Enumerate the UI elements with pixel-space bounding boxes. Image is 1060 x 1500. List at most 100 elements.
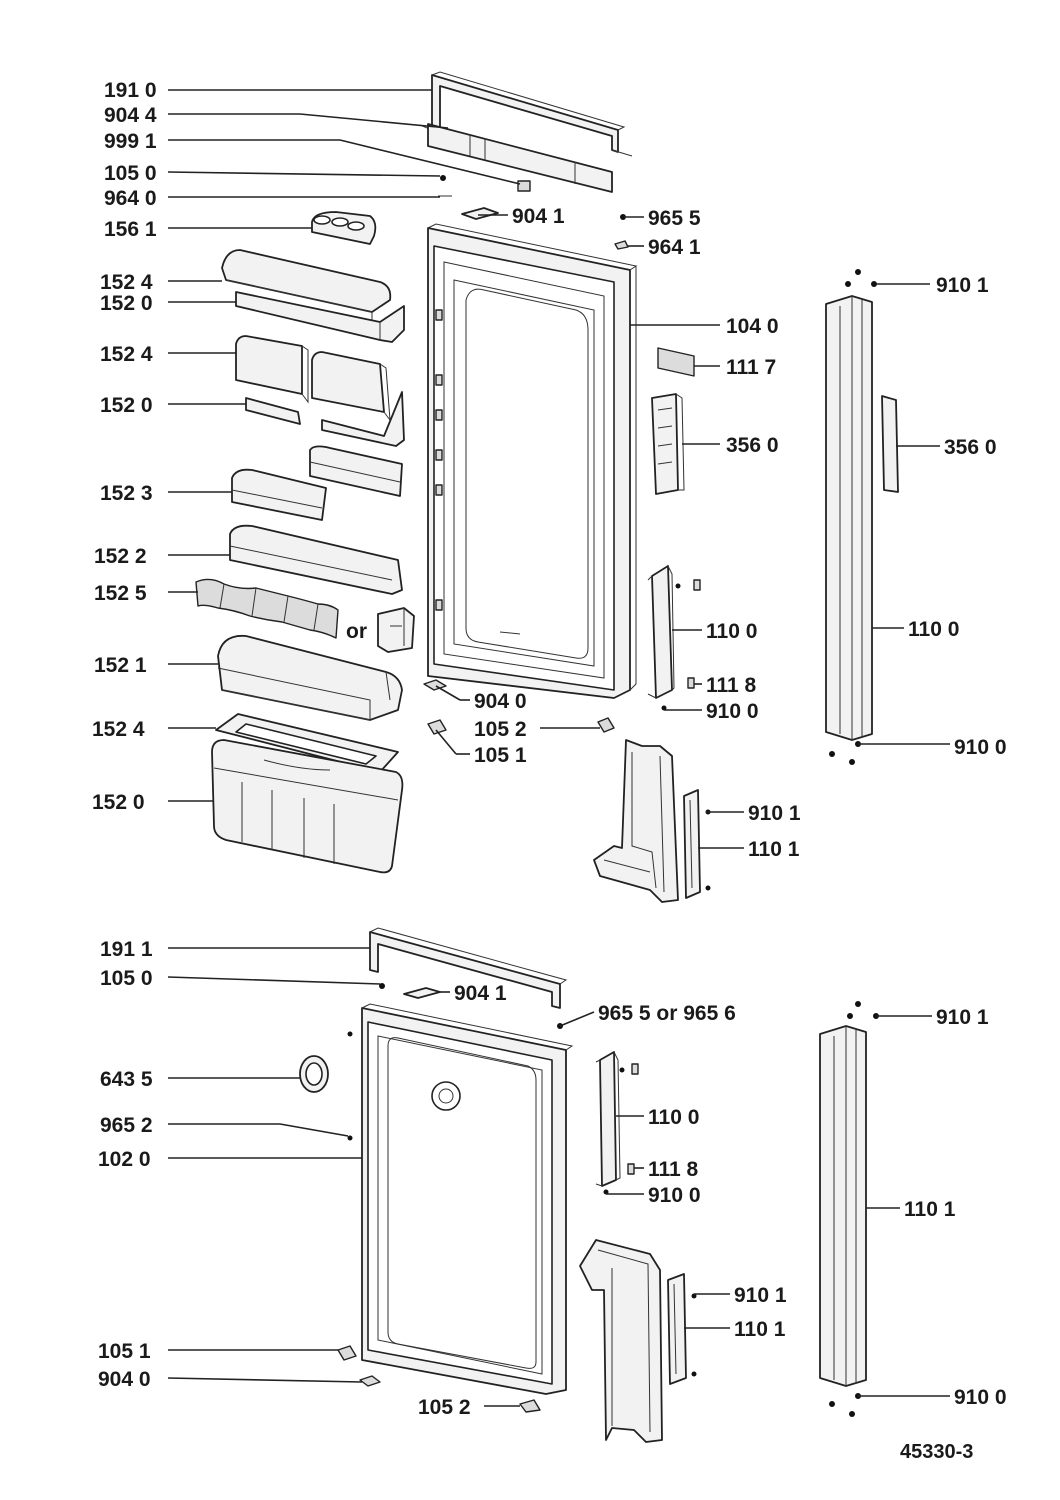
callout-9044: 904 4 — [104, 104, 157, 127]
callout-3560-b: 356 0 — [944, 436, 997, 459]
hinge-cover-part — [423, 679, 447, 691]
callout-1051-bot: 105 1 — [98, 1340, 151, 1363]
callout-1910-top: 191 0 — [104, 79, 157, 102]
callout-3560-a: 356 0 — [726, 434, 779, 457]
hinge-pin-part — [614, 240, 629, 250]
screw-icon — [620, 214, 626, 220]
callout-9991: 999 1 — [104, 130, 157, 153]
callout-1117: 111 7 — [726, 356, 776, 379]
callout-9041-top: 904 1 — [512, 205, 565, 228]
callout-9101-b: 910 1 — [748, 802, 801, 825]
callout-9100-c: 910 0 — [648, 1184, 701, 1207]
thermostat-knob — [299, 1055, 329, 1093]
callout-1118-b: 111 8 — [648, 1158, 699, 1181]
callout-9040-top: 904 0 — [474, 690, 527, 713]
door-bin-1522 — [229, 524, 403, 595]
callout-9652: 965 2 — [100, 1114, 153, 1137]
lower-door-assembly — [299, 927, 879, 1443]
callout-1523: 152 3 — [100, 482, 153, 505]
door-handle-small — [647, 565, 675, 699]
fridge-door-inner-panel — [427, 223, 638, 699]
callout-1520-b: 152 0 — [100, 394, 153, 417]
rating-label-part — [657, 347, 695, 377]
callout-1522: 152 2 — [94, 545, 147, 568]
callout-1052-top: 105 2 — [474, 718, 527, 741]
callout-9041-bot: 904 1 — [454, 982, 507, 1005]
drawing-reference-number: 45330-3 — [900, 1441, 973, 1463]
callout-labels: 191 0 904 4 999 1 105 0 964 0 156 1 904 … — [92, 79, 1007, 1463]
callout-6435: 643 5 — [100, 1068, 153, 1091]
callout-1520-c: 152 0 — [92, 791, 145, 814]
cover-plate-part — [461, 207, 499, 220]
callout-1524-c: 152 4 — [92, 718, 145, 741]
small-block-part — [517, 180, 531, 192]
door-shelf-small-pair — [245, 391, 405, 447]
door-handle-long-top — [825, 295, 873, 741]
callout-1118-a: 111 8 — [706, 674, 757, 697]
callout-1051-top: 105 1 — [474, 744, 527, 767]
callout-1050-bot: 105 0 — [100, 967, 153, 990]
callout-1561: 156 1 — [104, 218, 157, 241]
callout-9100-d: 910 0 — [954, 1386, 1007, 1409]
door-shelf-cover-small-left — [235, 335, 309, 404]
callout-1520-a: 152 0 — [100, 292, 153, 315]
door-gasket-corner-top — [593, 739, 679, 903]
door-handle-long-bottom — [819, 1025, 867, 1387]
callout-1524-b: 152 4 — [100, 343, 153, 366]
door-shelf-cover-small-right — [311, 351, 391, 422]
callout-1020: 102 0 — [98, 1148, 151, 1171]
cover-plate-part — [403, 987, 441, 999]
hinge-bushing-part — [427, 719, 447, 735]
handle-insert-small — [651, 393, 685, 495]
hinge-bushing-part — [597, 717, 615, 733]
screw-icon — [440, 175, 446, 181]
callout-1525: 152 5 — [94, 582, 147, 605]
door-bin-1523-right — [309, 445, 403, 497]
callout-9100-b: 910 0 — [954, 736, 1007, 759]
door-bin-1523-left — [231, 468, 327, 521]
callout-1100-b: 110 0 — [908, 618, 959, 641]
callout-9655-bot: 965 5 or 965 6 — [598, 1002, 736, 1025]
crisper-bin-1520 — [211, 739, 404, 874]
callout-9101-d: 910 1 — [734, 1284, 787, 1307]
callout-1100-a: 110 0 — [706, 620, 757, 643]
callout-9641: 964 1 — [648, 236, 701, 259]
freezer-gasket-corner — [579, 1239, 663, 1443]
callout-1100-c: 110 0 — [648, 1106, 699, 1129]
bottle-divider-1525 — [195, 578, 339, 639]
door-bin-1521 — [217, 634, 403, 721]
callout-1524-a: 152 4 — [100, 271, 153, 294]
callout-1050-top: 105 0 — [104, 162, 157, 185]
callout-1040: 104 0 — [726, 315, 779, 338]
handle-insert-long — [881, 395, 899, 493]
callout-1101-b: 110 1 — [904, 1198, 956, 1221]
handle-endcap-top — [683, 789, 701, 899]
callout-9655-top: 965 5 — [648, 207, 701, 230]
callout-9101-c: 910 1 — [936, 1006, 989, 1029]
callout-or: or — [346, 620, 367, 643]
door-shelf-1520 — [235, 291, 405, 343]
callout-9101-a: 910 1 — [936, 274, 989, 297]
callout-9040-bot: 904 0 — [98, 1368, 151, 1391]
freezer-door-cap-frame — [369, 927, 568, 1009]
callout-1521: 152 1 — [94, 654, 147, 677]
top-trim-bar — [427, 123, 613, 193]
egg-tray — [311, 211, 377, 245]
callout-1101-c: 110 1 — [734, 1318, 786, 1341]
handle-plug-part — [693, 579, 701, 591]
alt-divider-part — [377, 607, 415, 653]
freezer-door-inner-panel — [361, 1003, 574, 1395]
upper-door-assembly — [195, 71, 899, 903]
handle-plug-part — [687, 677, 695, 689]
leader-lines — [167, 89, 950, 1407]
callout-1101-a: 110 1 — [748, 838, 800, 861]
door-handle-freezer — [595, 1051, 621, 1187]
callout-9100-a: 910 0 — [706, 700, 759, 723]
hinge-cover-part — [359, 1375, 381, 1387]
hinge-bushing-part — [337, 1345, 357, 1361]
callout-9640: 964 0 — [104, 187, 157, 210]
hinge-bushing-part — [519, 1399, 541, 1413]
callout-1911: 191 1 — [100, 938, 153, 961]
callout-1052-bot: 105 2 — [418, 1396, 471, 1419]
